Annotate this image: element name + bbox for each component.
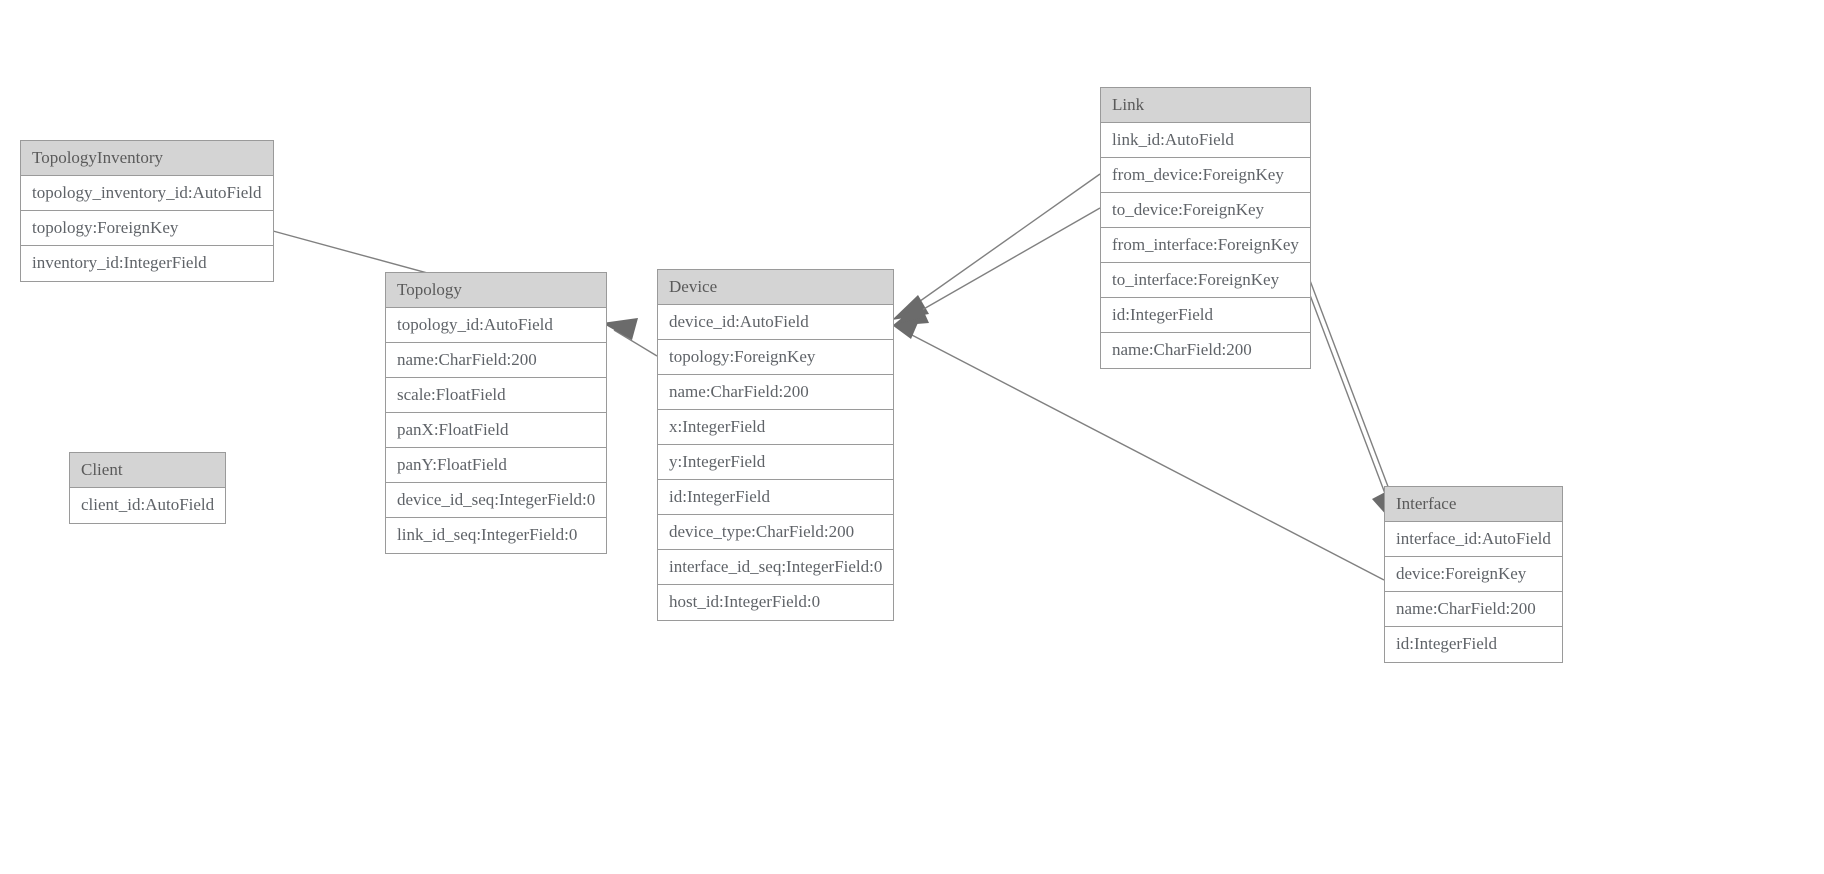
entity-field: inventory_id:IntegerField (21, 246, 273, 281)
entity-title: TopologyInventory (21, 141, 273, 176)
entity-topology[interactable]: Topology topology_id:AutoField name:Char… (385, 272, 607, 554)
entity-title: Client (70, 453, 225, 488)
entity-title: Device (658, 270, 893, 305)
entity-interface[interactable]: Interface interface_id:AutoField device:… (1384, 486, 1563, 663)
entity-field: to_interface:ForeignKey (1101, 263, 1310, 298)
entity-field: to_device:ForeignKey (1101, 193, 1310, 228)
entity-field: topology:ForeignKey (658, 340, 893, 375)
edge-link-from_interface (1295, 257, 1397, 527)
entity-field: host_id:IntegerField:0 (658, 585, 893, 620)
entity-field: scale:FloatField (386, 378, 606, 413)
entity-field: y:IntegerField (658, 445, 893, 480)
entity-topology-inventory[interactable]: TopologyInventory topology_inventory_id:… (20, 140, 274, 282)
edge-device-topology (602, 318, 658, 357)
entity-title: Link (1101, 88, 1310, 123)
entity-field: device_type:CharField:200 (658, 515, 893, 550)
edge-link-from_device (892, 173, 1101, 320)
entity-field: id:IntegerField (1385, 627, 1562, 662)
entity-field: name:CharField:200 (386, 343, 606, 378)
entity-field: device_id:AutoField (658, 305, 893, 340)
entity-field: name:CharField:200 (658, 375, 893, 410)
entity-field: interface_id:AutoField (1385, 522, 1562, 557)
entity-field: link_id:AutoField (1101, 123, 1310, 158)
entity-client[interactable]: Client client_id:AutoField (69, 452, 226, 524)
entity-field: panX:FloatField (386, 413, 606, 448)
entity-field: topology:ForeignKey (21, 211, 273, 246)
entity-device[interactable]: Device device_id:AutoField topology:Fore… (657, 269, 894, 621)
entity-field: from_interface:ForeignKey (1101, 228, 1310, 263)
entity-field: device:ForeignKey (1385, 557, 1562, 592)
entity-field: topology_inventory_id:AutoField (21, 176, 273, 211)
entity-field: name:CharField:200 (1385, 592, 1562, 627)
entity-field: panY:FloatField (386, 448, 606, 483)
entity-field: x:IntegerField (658, 410, 893, 445)
entity-field: name:CharField:200 (1101, 333, 1310, 368)
edge-link-to_device (892, 207, 1101, 326)
entity-field: interface_id_seq:IntegerField:0 (658, 550, 893, 585)
entity-field: device_id_seq:IntegerField:0 (386, 483, 606, 518)
entity-title: Interface (1385, 487, 1562, 522)
entity-field: link_id_seq:IntegerField:0 (386, 518, 606, 553)
entity-field: id:IntegerField (1101, 298, 1310, 333)
entity-field: client_id:AutoField (70, 488, 225, 523)
entity-title: Topology (386, 273, 606, 308)
entity-link[interactable]: Link link_id:AutoField from_device:Forei… (1100, 87, 1311, 369)
entity-field: topology_id:AutoField (386, 308, 606, 343)
entity-field: from_device:ForeignKey (1101, 158, 1310, 193)
entity-field: id:IntegerField (658, 480, 893, 515)
